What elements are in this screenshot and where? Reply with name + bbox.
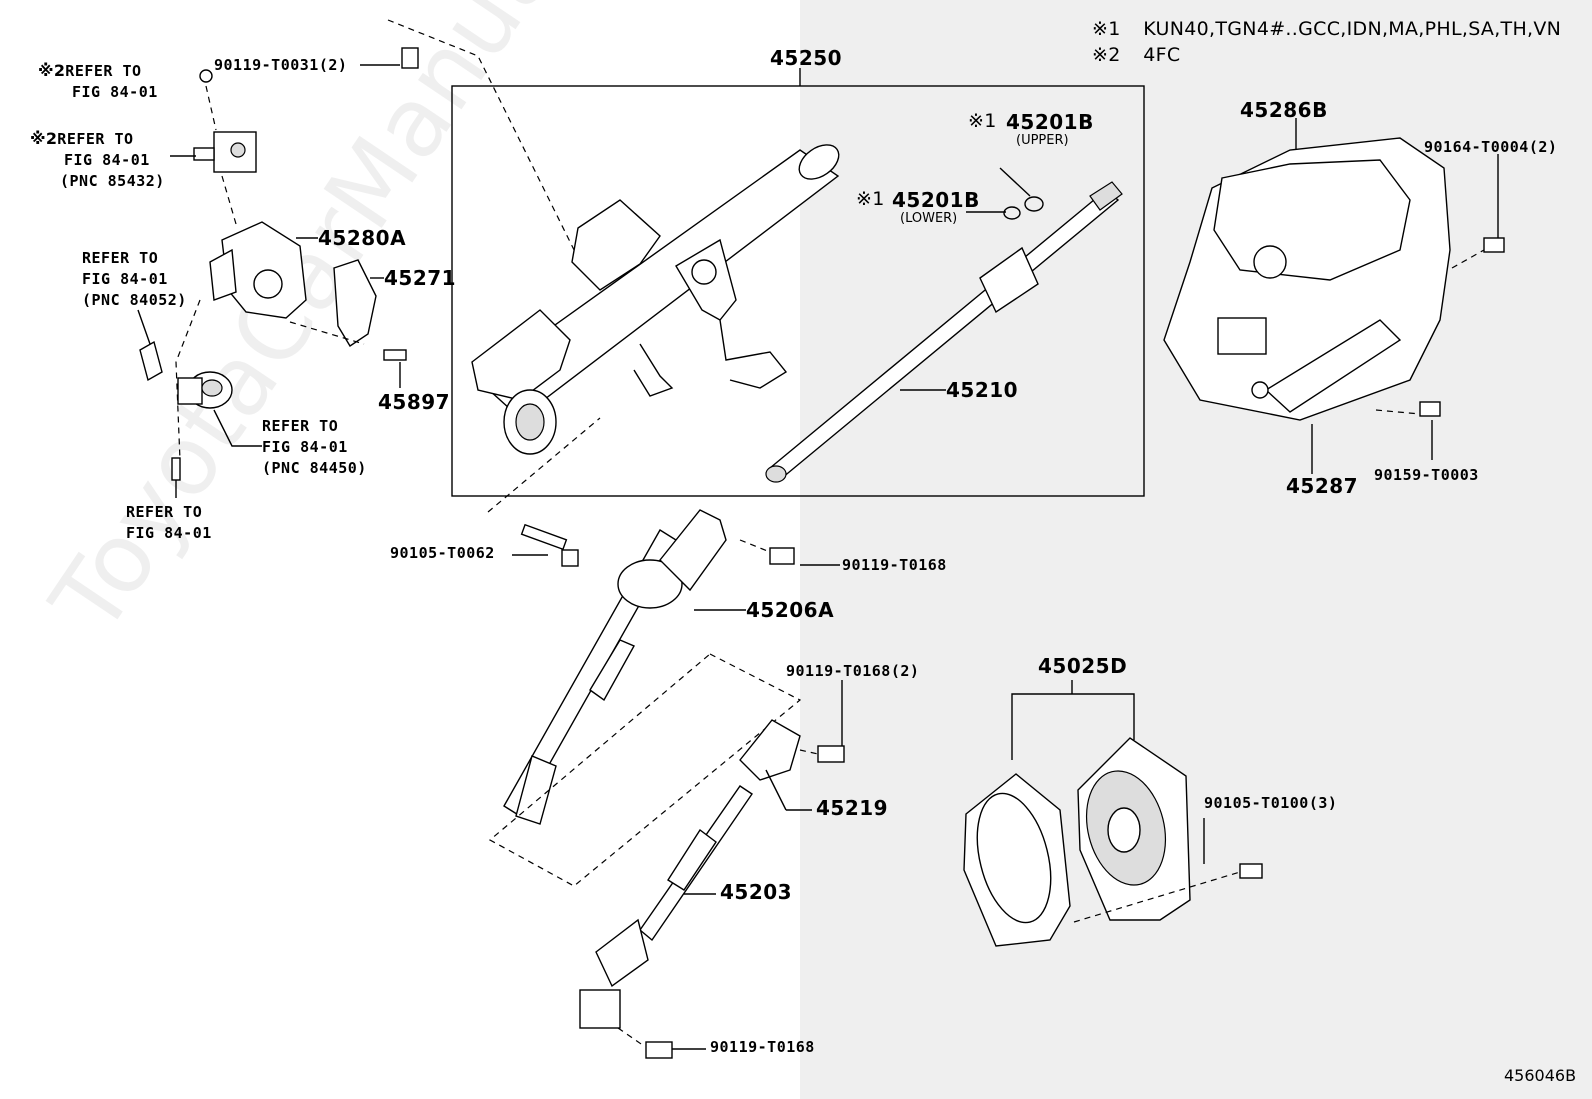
label-upper: (UPPER) bbox=[1016, 133, 1069, 148]
column-cover-45286b-45287 bbox=[1163, 137, 1451, 421]
ref-3-line2[interactable]: FIG 84-01 bbox=[82, 270, 168, 288]
label-45025d[interactable]: 45025D bbox=[1038, 654, 1128, 678]
label-45897[interactable]: 45897 bbox=[378, 390, 451, 414]
label-90119-t0168-2[interactable]: 90119-T0168(2) bbox=[786, 662, 920, 680]
ref-4-line1: REFER TO bbox=[262, 417, 339, 435]
label-90119-t0168-b[interactable]: 90119-T0168 bbox=[710, 1038, 815, 1056]
mark-1-lower: ※1 bbox=[856, 188, 885, 210]
note-1: ※1 KUN40,TGN4#..GCC,IDN,MA,PHL,SA,TH,VN bbox=[1092, 20, 1561, 39]
diagram-background-panel bbox=[800, 0, 1592, 1099]
bracket-45271 bbox=[333, 259, 377, 347]
label-90119-t0168-a[interactable]: 90119-T0168 bbox=[842, 556, 947, 574]
ref-1-line1: REFER TO bbox=[65, 62, 142, 80]
ref-3-line3: (PNC 84052) bbox=[82, 291, 187, 309]
ref-2-line3: (PNC 85432) bbox=[60, 172, 165, 190]
diagram-code: 456046B bbox=[1504, 1066, 1577, 1085]
ref-block-2: ※2REFER TO FIG 84-01 (PNC 85432) bbox=[30, 128, 165, 192]
note-2-text: 4FC bbox=[1143, 44, 1181, 66]
label-90119-t0031[interactable]: 90119-T0031(2) bbox=[214, 56, 348, 74]
switch-84450 bbox=[177, 371, 233, 409]
shaft-45206a bbox=[503, 509, 727, 825]
label-90164-t0004[interactable]: 90164-T0004(2) bbox=[1424, 138, 1558, 156]
ref-5-line2[interactable]: FIG 84-01 bbox=[126, 524, 212, 542]
label-90105-t0062[interactable]: 90105-T0062 bbox=[390, 544, 495, 562]
label-45201b-upper[interactable]: 45201B bbox=[1006, 110, 1094, 134]
lock-housing-45280a bbox=[209, 221, 307, 319]
ref-block-3: REFER TO FIG 84-01 (PNC 84052) bbox=[82, 248, 187, 311]
bolt-45897 bbox=[383, 349, 407, 361]
ref-2-mark: ※2 bbox=[30, 129, 58, 148]
label-45210[interactable]: 45210 bbox=[946, 378, 1019, 402]
label-45201b-lower[interactable]: 45201B bbox=[892, 188, 980, 212]
assembly-45250-box bbox=[451, 85, 1145, 497]
label-45219[interactable]: 45219 bbox=[816, 796, 889, 820]
ref-2-line2[interactable]: FIG 84-01 bbox=[64, 151, 150, 169]
ref-2-line1: REFER TO bbox=[57, 130, 134, 148]
label-45206a[interactable]: 45206A bbox=[746, 598, 835, 622]
label-45250[interactable]: 45250 bbox=[770, 46, 843, 70]
ref-block-5: REFER TO FIG 84-01 bbox=[126, 502, 212, 544]
ref-4-line2[interactable]: FIG 84-01 bbox=[262, 438, 348, 456]
label-45203[interactable]: 45203 bbox=[720, 880, 793, 904]
label-lower: (LOWER) bbox=[900, 211, 958, 226]
label-90159-t0003[interactable]: 90159-T0003 bbox=[1374, 466, 1479, 484]
ref-block-1: ※2REFER TO FIG 84-01 bbox=[38, 60, 158, 103]
label-45287[interactable]: 45287 bbox=[1286, 474, 1359, 498]
shaft-45203 bbox=[579, 719, 801, 1029]
clip-84052 bbox=[139, 340, 163, 382]
ref-block-4: REFER TO FIG 84-01 (PNC 84450) bbox=[262, 416, 367, 479]
steering-column-tube bbox=[471, 144, 840, 455]
label-90105-t0100[interactable]: 90105-T0100(3) bbox=[1204, 794, 1338, 812]
sensor-85432 bbox=[193, 131, 257, 173]
label-45280a[interactable]: 45280A bbox=[318, 226, 407, 250]
note-1-mark: ※1 bbox=[1092, 18, 1121, 40]
label-45286b[interactable]: 45286B bbox=[1240, 98, 1328, 122]
note-1-text: KUN40,TGN4#..GCC,IDN,MA,PHL,SA,TH,VN bbox=[1143, 18, 1562, 40]
ref-4-line3: (PNC 84450) bbox=[262, 459, 367, 477]
main-shaft-45210 bbox=[765, 181, 1123, 483]
ref-5-line1: REFER TO bbox=[126, 503, 203, 521]
mark-1-upper: ※1 bbox=[968, 110, 997, 132]
ref-1-mark: ※2 bbox=[38, 61, 66, 80]
ref-1-line2[interactable]: FIG 84-01 bbox=[72, 83, 158, 101]
note-2-mark: ※2 bbox=[1092, 44, 1121, 66]
note-2: ※2 4FC bbox=[1092, 46, 1180, 65]
label-45271[interactable]: 45271 bbox=[384, 266, 457, 290]
dash-seal-45025d bbox=[963, 737, 1191, 947]
ref-3-line1: REFER TO bbox=[82, 249, 159, 267]
